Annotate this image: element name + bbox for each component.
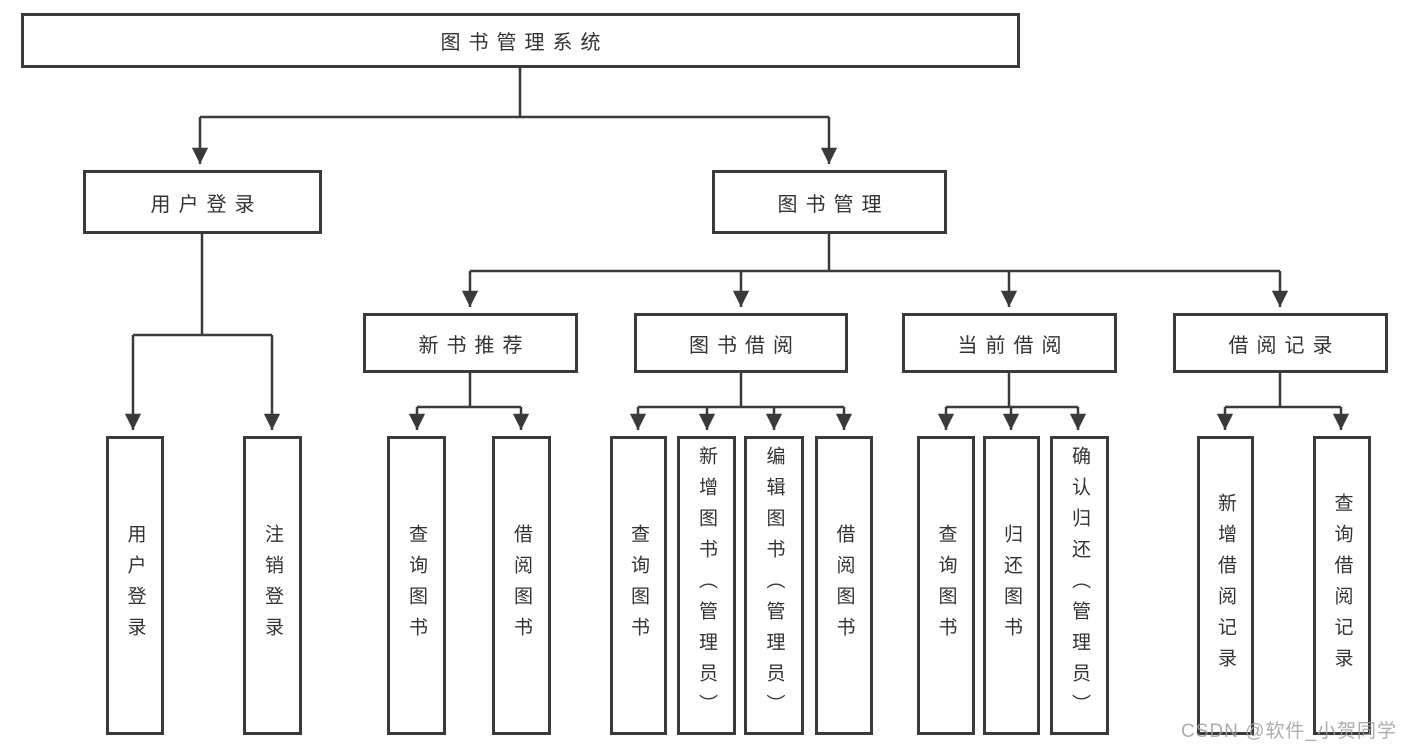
leaf-user-login-label: 用户登录 bbox=[124, 523, 146, 648]
node-new-book-recommend: 新书推荐 bbox=[363, 313, 578, 373]
node-book-management: 图书管理 bbox=[712, 170, 947, 234]
leaf-edit-book-admin-label: 编辑图书（管理员） bbox=[763, 446, 785, 725]
leaf-borrow-book: 借阅图书 bbox=[815, 436, 873, 735]
leaf-query-borrow-record-label: 查询借阅记录 bbox=[1331, 492, 1353, 679]
leaf-query-book-current: 查询图书 bbox=[917, 436, 975, 735]
leaf-add-book-admin-label: 新增图书（管理员） bbox=[696, 446, 717, 725]
leaf-confirm-return-admin: 确认归还（管理员） bbox=[1050, 436, 1109, 735]
node-borrow-record: 借阅记录 bbox=[1173, 313, 1388, 373]
leaf-logout-login: 注销登录 bbox=[243, 436, 302, 735]
leaf-add-borrow-record: 新增借阅记录 bbox=[1197, 436, 1254, 735]
node-book-borrow: 图书借阅 bbox=[634, 313, 848, 373]
leaf-borrow-book-recommend: 借阅图书 bbox=[492, 436, 551, 735]
node-user-login: 用户登录 bbox=[83, 170, 322, 234]
leaf-edit-book-admin: 编辑图书（管理员） bbox=[744, 436, 804, 735]
leaf-add-borrow-record-label: 新增借阅记录 bbox=[1215, 492, 1236, 679]
leaf-return-book: 归还图书 bbox=[983, 436, 1040, 735]
node-root-library-system: 图书管理系统 bbox=[21, 13, 1020, 68]
leaf-return-book-label: 归还图书 bbox=[1001, 523, 1022, 648]
leaf-logout-login-label: 注销登录 bbox=[262, 523, 283, 648]
leaf-borrow-book-label: 借阅图书 bbox=[833, 523, 855, 648]
leaf-confirm-return-admin-label: 确认归还（管理员） bbox=[1069, 446, 1090, 725]
leaf-query-borrow-record: 查询借阅记录 bbox=[1313, 436, 1371, 735]
leaf-borrow-book-recommend-label: 借阅图书 bbox=[511, 523, 532, 648]
leaf-query-book-borrow-label: 查询图书 bbox=[628, 523, 649, 648]
csdn-watermark: CSDN @软件_小贺同学 bbox=[1181, 721, 1397, 742]
leaf-add-book-admin: 新增图书（管理员） bbox=[677, 436, 736, 735]
leaf-user-login: 用户登录 bbox=[106, 436, 164, 735]
leaf-query-book-recommend-label: 查询图书 bbox=[406, 523, 427, 648]
node-current-borrow: 当前借阅 bbox=[902, 313, 1117, 373]
leaf-query-book-recommend: 查询图书 bbox=[387, 436, 446, 735]
leaf-query-book-current-label: 查询图书 bbox=[935, 523, 957, 648]
leaf-query-book-borrow: 查询图书 bbox=[610, 436, 667, 735]
